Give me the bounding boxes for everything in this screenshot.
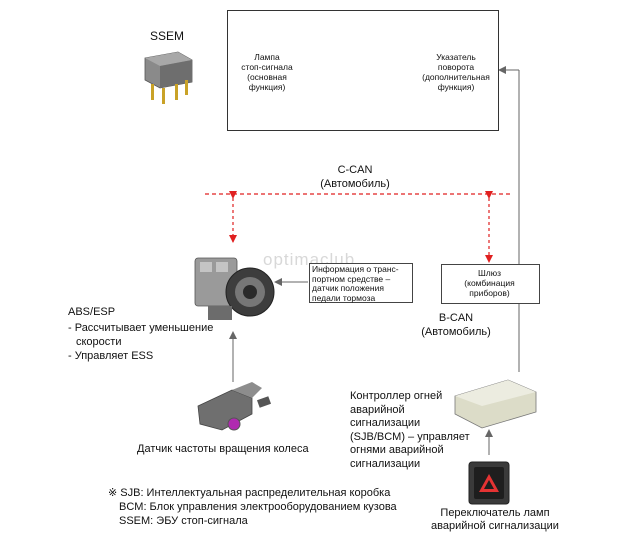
ccan-title: C-CAN	[337, 164, 373, 176]
abs-title: ABS/ESP	[68, 306, 116, 318]
gateway-text: Шлюз (комбинация приборов)	[464, 268, 515, 298]
hazard-switch-image	[468, 461, 510, 505]
vehicle-info-box	[309, 263, 413, 303]
abs-line-2: скорости	[76, 336, 122, 348]
hazard-controller-label: Контроллер огней аварийной сигнализации …	[350, 390, 470, 470]
car-box	[227, 10, 499, 131]
abs-line-3: - Управляет ESS	[68, 350, 154, 362]
bcan-title: B-CAN	[438, 312, 474, 324]
abs-line-1: - Рассчитывает уменьшение	[68, 322, 214, 334]
turn-signal-label: Указатель поворота (дополнительная функц…	[422, 52, 490, 92]
note-ssem: SSEM: ЭБУ стоп-сигнала	[119, 515, 248, 527]
vehicle-info-text: Информация о транс- портном средстве – д…	[312, 264, 399, 303]
hazard-switch-label: Переключатель ламп аварийной сигнализаци…	[431, 507, 559, 532]
wheel-sensor-label: Датчик частоты вращения колеса	[137, 443, 309, 455]
ccan-subtitle: (Автомобиль)	[320, 178, 390, 190]
note-bcm: BCM: Блок управления электрооборудование…	[119, 501, 397, 513]
bcan-subtitle: (Автомобиль)	[421, 326, 491, 338]
note-sjb: ※ SJB: Интеллектуальная распределительна…	[108, 487, 391, 499]
ssem-relay-image	[144, 51, 193, 104]
abs-module-image	[194, 257, 275, 320]
stop-lamp-label: Лампа стоп-сигнала (основная функция)	[241, 52, 293, 92]
ssem-title: SSEM	[150, 29, 185, 43]
gateway-box	[441, 264, 540, 304]
wheel-sensor-image	[197, 382, 272, 431]
